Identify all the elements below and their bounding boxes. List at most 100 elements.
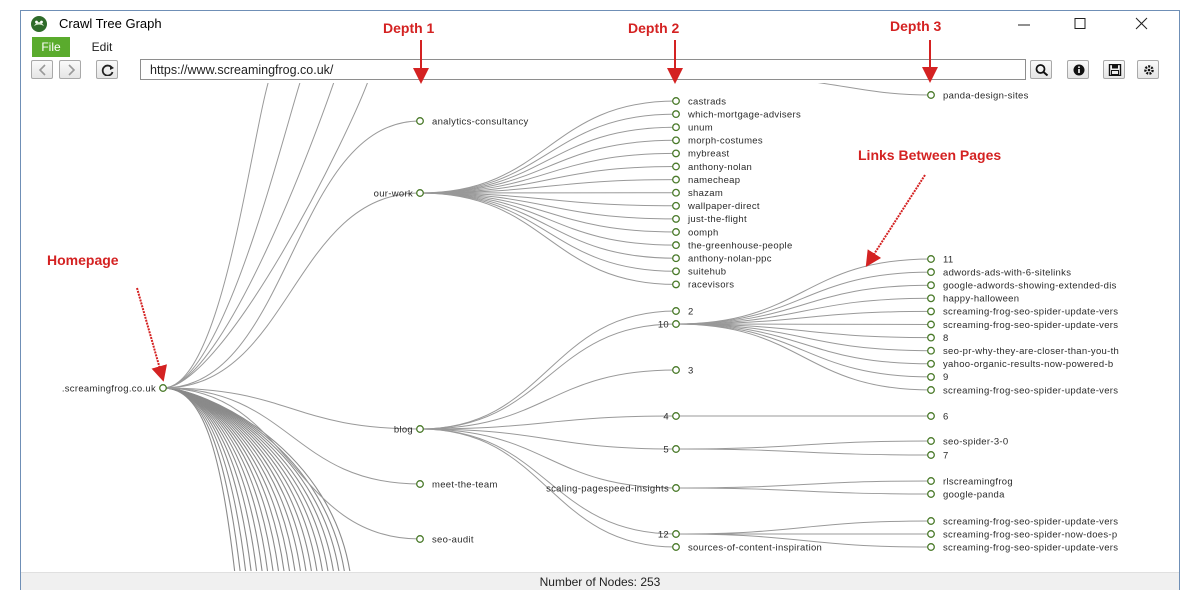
- tree-node-label: google-adwords-showing-extended-dis: [943, 281, 1117, 292]
- tree-node[interactable]: [672, 188, 680, 197]
- tree-link: [419, 152, 677, 194]
- tree-link: [675, 284, 932, 325]
- tree-link: [675, 323, 932, 325]
- menu-file[interactable]: File: [32, 37, 70, 57]
- tree-node-label: 6: [943, 411, 949, 422]
- tree-link: [419, 310, 677, 430]
- tree-node[interactable]: [159, 384, 167, 392]
- tree-node[interactable]: [672, 366, 680, 374]
- tree-node[interactable]: [672, 543, 680, 551]
- info-button[interactable]: [1067, 60, 1089, 79]
- tree-node[interactable]: [927, 543, 935, 551]
- tree-node-label: sources-of-content-inspiration: [688, 542, 822, 553]
- tree-node[interactable]: [416, 189, 424, 197]
- tree-node[interactable]: [672, 241, 680, 250]
- tree-node[interactable]: [927, 333, 935, 342]
- tree-node[interactable]: [672, 214, 680, 223]
- annotation-depth-2: Depth 2: [628, 20, 680, 36]
- tree-link: [675, 520, 932, 535]
- tree-link: [162, 387, 351, 571]
- tree-node[interactable]: [672, 175, 680, 184]
- tree-node[interactable]: [672, 201, 680, 210]
- tree-node[interactable]: [927, 490, 935, 498]
- tree-node-label: which-mortgage-advisers: [687, 109, 801, 120]
- settings-button[interactable]: [1137, 60, 1159, 79]
- tree-node-label: our-work: [374, 188, 413, 199]
- tree-node[interactable]: [927, 346, 935, 355]
- tree-node-label: anthony-nolan-ppc: [688, 254, 772, 265]
- forward-button[interactable]: [59, 60, 81, 79]
- save-button[interactable]: [1103, 60, 1125, 79]
- tree-link: [419, 166, 677, 194]
- tree-node-label: 10: [658, 319, 669, 330]
- tree-graph: .screamingfrog.co.ukanalytics-consultanc…: [62, 83, 1119, 571]
- close-icon: [1135, 17, 1148, 30]
- tree-node[interactable]: [672, 530, 680, 538]
- tree-node[interactable]: [672, 162, 680, 171]
- tree-node[interactable]: [672, 254, 680, 263]
- tree-node[interactable]: [672, 267, 680, 276]
- url-input[interactable]: [140, 59, 1026, 80]
- tree-node[interactable]: [927, 372, 935, 381]
- tree-node[interactable]: [416, 535, 424, 543]
- tree-link: [675, 323, 932, 391]
- tree-node[interactable]: [927, 451, 935, 459]
- menu-edit[interactable]: Edit: [91, 40, 113, 54]
- tree-node[interactable]: [416, 425, 424, 433]
- tree-link: [419, 192, 677, 233]
- tree-node[interactable]: [927, 294, 935, 303]
- title-bar: Crawl Tree Graph: [21, 11, 1179, 37]
- search-button[interactable]: [1030, 60, 1052, 79]
- tree-node[interactable]: [927, 412, 935, 420]
- tree-node[interactable]: [927, 386, 935, 394]
- tree-node[interactable]: [927, 91, 935, 99]
- tree-node[interactable]: [672, 149, 680, 158]
- tree-node[interactable]: [672, 307, 680, 315]
- tree-node[interactable]: [672, 280, 680, 289]
- tree-node[interactable]: [927, 268, 935, 277]
- tree-node-label: mybreast: [688, 149, 730, 160]
- back-button[interactable]: [31, 60, 53, 79]
- tree-node-label: racevisors: [688, 280, 734, 291]
- tree-node[interactable]: [672, 136, 680, 145]
- refresh-icon: [101, 64, 114, 76]
- tree-node[interactable]: [927, 255, 935, 263]
- tree-node-label: just-the-flight: [687, 214, 747, 225]
- tree-node-label: oomph: [688, 227, 719, 238]
- tree-node-label: screaming-frog-seo-spider-now-does-p: [943, 529, 1117, 540]
- tree-node[interactable]: [672, 228, 680, 236]
- tree-node-label: 11: [943, 254, 953, 265]
- tree-node[interactable]: [927, 359, 935, 368]
- tree-link: [419, 415, 677, 430]
- tree-node[interactable]: [672, 445, 680, 453]
- tree-node[interactable]: [672, 123, 680, 132]
- tree-node[interactable]: [672, 320, 680, 328]
- maximize-icon: [1074, 18, 1086, 29]
- tree-link: [419, 428, 677, 450]
- tree-link: [419, 126, 677, 194]
- refresh-button[interactable]: [96, 60, 118, 79]
- tree-node[interactable]: [416, 117, 424, 125]
- tree-node-label: screaming-frog-seo-spider-update-vers: [943, 516, 1118, 527]
- tree-link: [162, 120, 421, 389]
- tree-node[interactable]: [927, 307, 935, 316]
- tree-node[interactable]: [927, 281, 935, 290]
- tree-node[interactable]: [672, 110, 680, 119]
- tree-node[interactable]: [927, 477, 935, 485]
- tree-node[interactable]: [672, 97, 680, 105]
- minimize-button[interactable]: [1001, 12, 1047, 36]
- tree-node[interactable]: [927, 517, 935, 525]
- tree-node-label: castrads: [688, 96, 726, 107]
- tree-node[interactable]: [927, 437, 935, 445]
- tree-link: [162, 192, 421, 389]
- tree-node[interactable]: [672, 412, 680, 420]
- tree-node[interactable]: [927, 530, 935, 538]
- tree-node-label: 9: [943, 372, 949, 383]
- maximize-button[interactable]: [1057, 12, 1103, 36]
- tree-link: [419, 100, 677, 194]
- tree-node[interactable]: [416, 480, 424, 488]
- close-button[interactable]: [1119, 12, 1165, 36]
- tree-node[interactable]: [672, 484, 680, 492]
- tree-node[interactable]: [927, 320, 935, 329]
